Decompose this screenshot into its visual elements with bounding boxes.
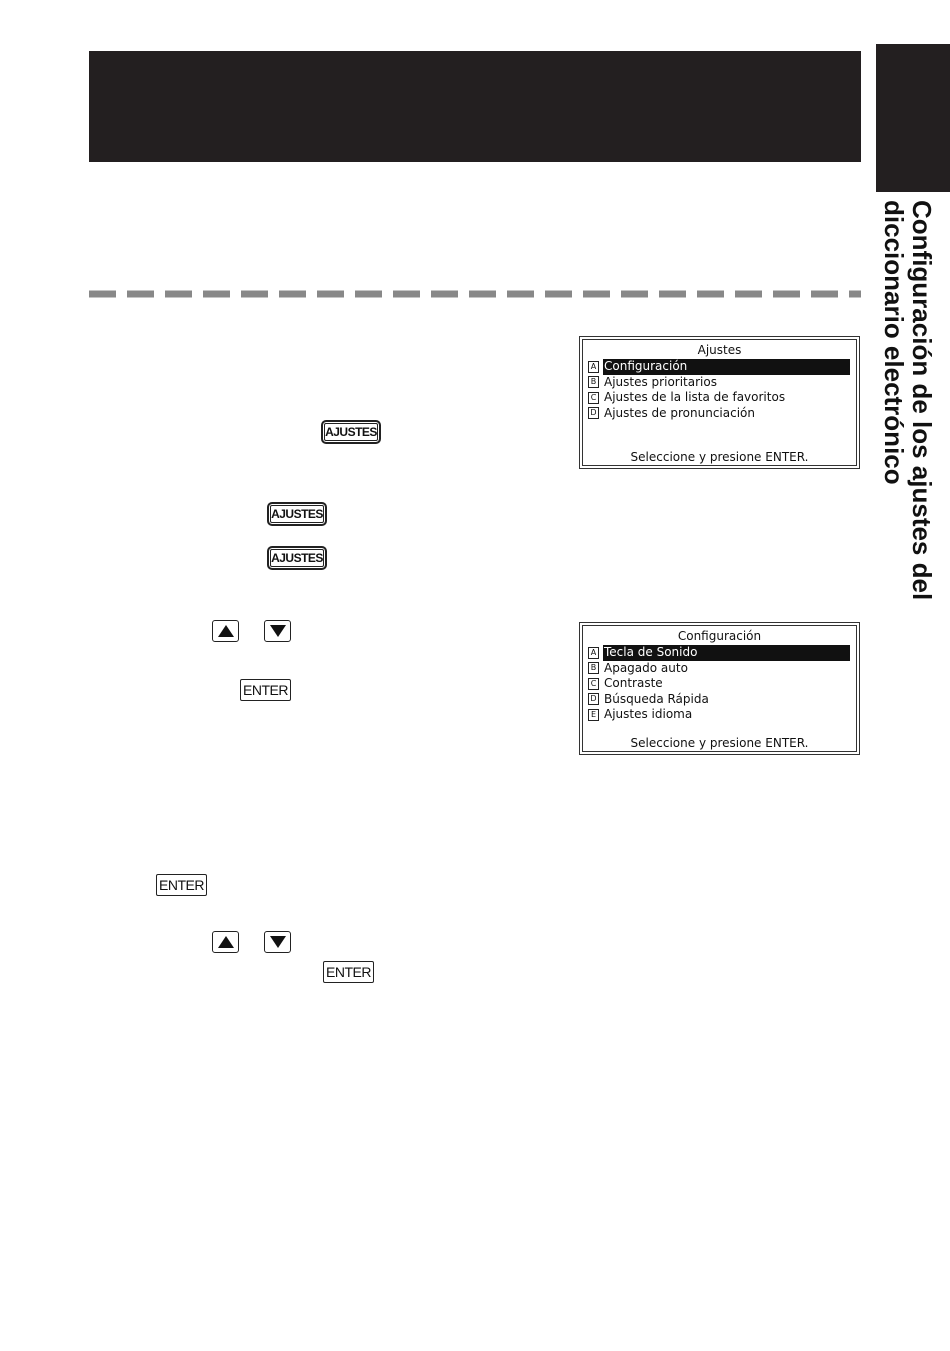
lcd-title: Configuración: [677, 629, 762, 643]
menu-letter: C: [588, 677, 599, 690]
ajustes-key-icon: AJUSTES: [321, 420, 381, 444]
lcd-footer: Seleccione y presione ENTER.: [630, 450, 809, 464]
section-title-vertical: Configuración de los ajustes del diccion…: [879, 200, 937, 601]
menu-letter: D: [588, 407, 599, 420]
page-header-bar: [89, 51, 861, 162]
menu-letter: A: [588, 646, 599, 659]
menu-item-label: Configuración: [603, 359, 850, 375]
dashed-divider: [89, 290, 861, 298]
menu-item-ajustes-prioritarios[interactable]: B Ajustes prioritarios: [588, 375, 850, 391]
menu-letter: A: [588, 360, 599, 373]
menu-letter: B: [588, 376, 599, 389]
menu-item-ajustes-idioma[interactable]: E Ajustes idioma: [588, 707, 850, 723]
arrow-down-icon: [264, 620, 291, 642]
menu-item-label: Apagado auto: [604, 660, 688, 675]
arrow-down-icon: [264, 931, 291, 953]
menu-item-label: Ajustes idioma: [604, 707, 693, 721]
menu-item-label: Tecla de Sonido: [603, 645, 850, 661]
menu-item-label: Búsqueda Rápida: [604, 691, 709, 706]
menu-item-apagado-auto[interactable]: B Apagado auto: [588, 661, 850, 677]
menu-item-label: Ajustes prioritarios: [604, 374, 717, 389]
menu-item-contraste[interactable]: C Contraste: [588, 676, 850, 692]
menu-item-label: Ajustes de la lista de favoritos: [604, 390, 786, 404]
ajustes-key-icon: AJUSTES: [267, 546, 327, 570]
menu-letter: C: [588, 391, 599, 404]
lcd-screen-configuracion: Configuración A Tecla de Sonido B Apagad…: [579, 622, 860, 755]
menu-item-tecla-sonido[interactable]: A Tecla de Sonido: [588, 645, 850, 661]
section-tab: [876, 44, 950, 192]
menu-item-label: Ajustes de pronunciación: [604, 405, 755, 420]
menu-letter: B: [588, 662, 599, 675]
lcd-title: Ajustes: [697, 343, 742, 357]
menu-item-label: Contraste: [604, 676, 663, 690]
enter-key-icon: ENTER: [323, 961, 374, 983]
enter-key-icon: ENTER: [156, 874, 207, 896]
ajustes-key-icon: AJUSTES: [267, 502, 327, 526]
menu-item-configuracion[interactable]: A Configuración: [588, 359, 850, 375]
menu-letter: E: [588, 708, 599, 721]
menu-letter: D: [588, 693, 599, 706]
menu-item-busqueda-rapida[interactable]: D Búsqueda Rápida: [588, 692, 850, 708]
menu-item-pronunciacion[interactable]: D Ajustes de pronunciación: [588, 406, 850, 422]
arrow-up-icon: [212, 931, 239, 953]
lcd-footer: Seleccione y presione ENTER.: [630, 736, 809, 750]
menu-item-lista-favoritos[interactable]: C Ajustes de la lista de favoritos: [588, 390, 850, 406]
enter-key-icon: ENTER: [240, 679, 291, 701]
arrow-up-icon: [212, 620, 239, 642]
lcd-screen-ajustes: Ajustes A Configuración B Ajustes priori…: [579, 336, 860, 469]
